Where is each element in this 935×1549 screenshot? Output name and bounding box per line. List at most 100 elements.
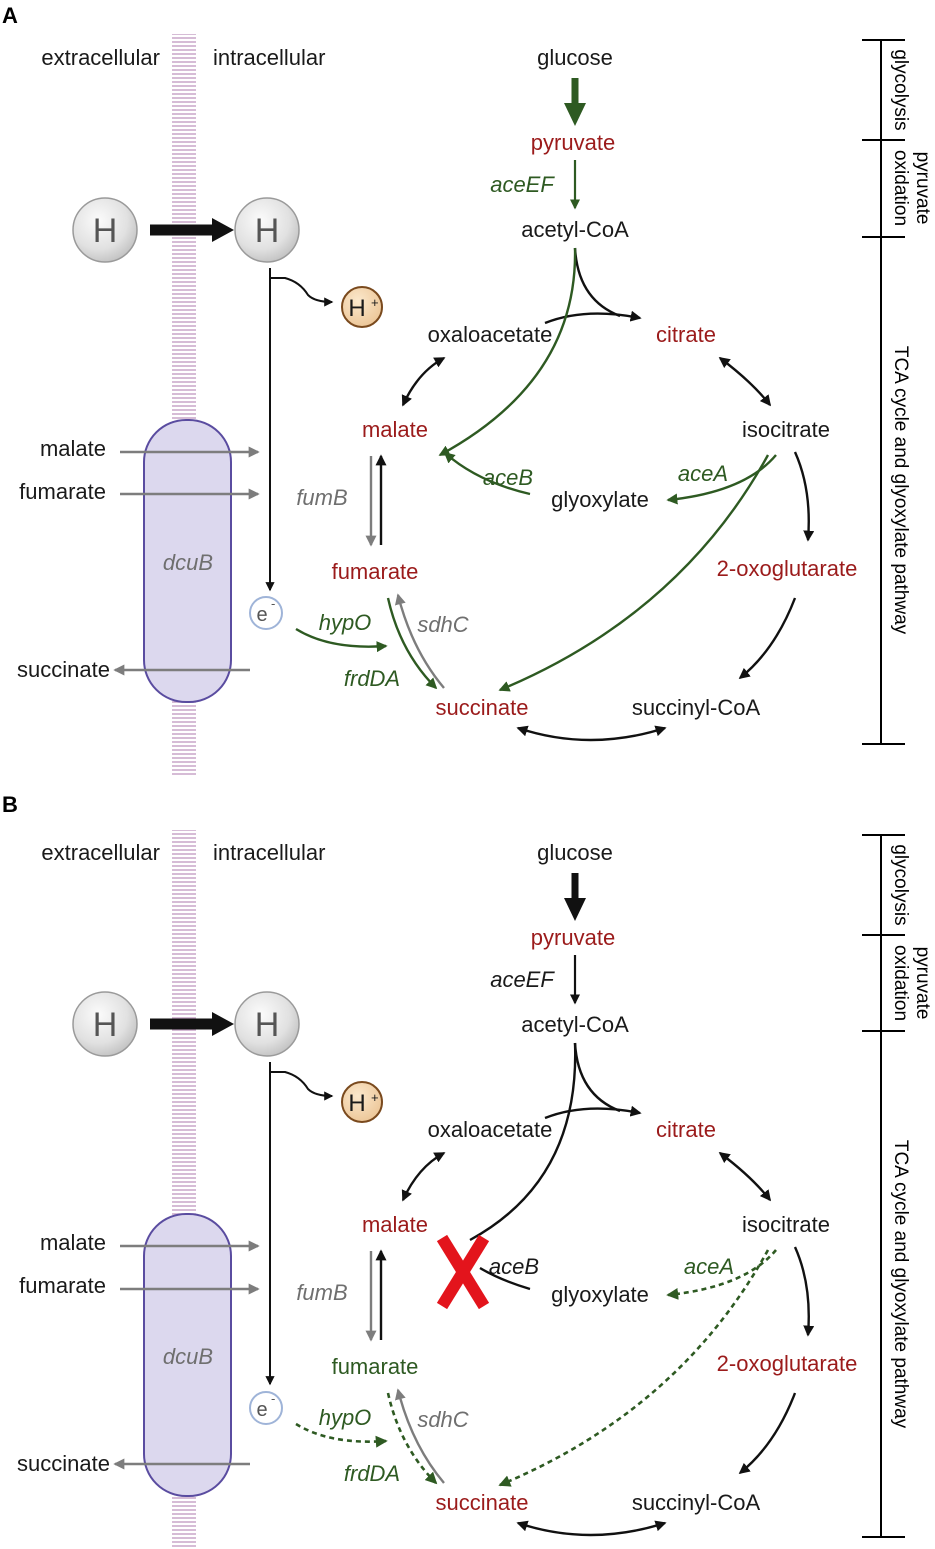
pyruvate: pyruvate (531, 925, 615, 950)
hydrogen-sphere-intracellular: H (234, 197, 300, 263)
transport-fumarate-label: fumarate (19, 479, 106, 504)
citrate-synthase-arrow (544, 1105, 642, 1120)
citrate: citrate (656, 322, 716, 347)
isocitrate: isocitrate (742, 1212, 830, 1237)
hydrogen-sphere-extracellular: H (72, 197, 138, 263)
electron-icon (249, 596, 283, 630)
acetyl-coa: acetyl-CoA (521, 217, 629, 242)
malate: malate (362, 1212, 428, 1237)
proton-release-arrow (269, 268, 334, 307)
transport-malate-label: malate (40, 1230, 106, 1255)
pathway-bracket (862, 39, 905, 745)
succinate: succinate (436, 695, 529, 720)
proton: H + (341, 286, 383, 328)
gene-hypo: hypO (319, 610, 372, 635)
electron-charge: - (271, 1391, 275, 1406)
citrate-synthase-arrow (544, 310, 642, 325)
proton-charge: + (371, 1090, 379, 1105)
isocitrate-to-succinate-arrow (498, 454, 770, 692)
gene-acea: aceA (684, 1254, 734, 1279)
glyoxylate-to-malate-blocked-line (479, 1266, 531, 1291)
isocitrate-to-glyoxylate-arrow (666, 1249, 777, 1300)
pyruvate: pyruvate (531, 130, 615, 155)
acetyl-coa-entry-arrow (573, 1042, 621, 1113)
hydrogen-label: H (255, 1006, 280, 1044)
oxaloacetate: oxaloacetate (428, 1117, 553, 1142)
tca-label: TCA cycle and glyoxylate pathway (890, 1140, 911, 1429)
hydrogen-sphere-intracellular: H (234, 991, 300, 1057)
isocitrate: isocitrate (742, 417, 830, 442)
transporter-label: dcuB (163, 550, 213, 575)
pyruvate-label: pyruvate (912, 152, 933, 225)
arrow-head-icon (212, 218, 234, 242)
hydrogen-label: H (93, 1006, 118, 1044)
succinyl-coa-succinate-arrow (516, 1520, 667, 1537)
pathway-bracket (862, 834, 905, 1538)
hydrogen-label: H (255, 212, 280, 250)
gene-sdhc: sdhC (417, 1407, 468, 1432)
extracellular-label: extracellular (41, 840, 160, 865)
hypo-electron-arrow (295, 627, 388, 653)
proton-release-arrow (269, 1062, 334, 1101)
dcub-transporter (143, 419, 232, 703)
electron-charge: - (271, 596, 275, 611)
oxidation-label: oxidation (890, 945, 911, 1021)
fumarate: fumarate (332, 1354, 419, 1379)
isocitrate-to-oxoglutarate-arrow (793, 1246, 815, 1337)
tca-label: TCA cycle and glyoxylate pathway (890, 346, 911, 635)
gene-hypo: hypO (319, 1405, 372, 1430)
sdhc-arrow (394, 1388, 445, 1484)
glucose: glucose (537, 840, 613, 865)
hydrogen-label: H (93, 212, 118, 250)
oxaloacetate-malate-arrow (401, 1151, 446, 1202)
oxoglutarate-to-succinyl-coa-arrow (738, 1392, 797, 1475)
panel-a: A extracellular intracellular H H H + e … (2, 3, 933, 776)
arrow-head-icon (564, 898, 586, 921)
electron-icon (249, 1391, 283, 1425)
intracellular-label: intracellular (213, 45, 326, 70)
citrate-isocitrate-arrow (718, 1152, 772, 1202)
sphere-icon (72, 991, 138, 1057)
transport-succinate-label: succinate (17, 657, 110, 682)
glyoxylate: glyoxylate (551, 1282, 649, 1307)
proton-label: H (348, 1090, 365, 1117)
acetyl-coa-entry-arrow (573, 247, 621, 318)
glucose: glucose (537, 45, 613, 70)
frdda-arrow (386, 597, 438, 690)
glycolysis-label: glycolysis (890, 49, 911, 130)
arrow-head-icon (212, 1012, 234, 1036)
fumarate: fumarate (332, 559, 419, 584)
succinate: succinate (436, 1490, 529, 1515)
succinyl-coa: succinyl-CoA (632, 695, 761, 720)
electron: e - (249, 1391, 283, 1425)
gene-aceb: aceB (483, 465, 533, 490)
electron-label: e (256, 604, 267, 626)
proton: H + (341, 1081, 383, 1123)
2-oxoglutarate: 2-oxoglutarate (717, 556, 858, 581)
gene-fumb: fumB (296, 1280, 347, 1305)
isocitrate-to-succinate-arrow (498, 1249, 770, 1487)
isocitrate-to-oxoglutarate-arrow (793, 451, 815, 542)
electron: e - (249, 596, 283, 630)
intracellular-label: intracellular (213, 840, 326, 865)
gene-aceef: aceEF (490, 172, 555, 197)
sphere-icon (72, 197, 138, 263)
transport-fumarate-label: fumarate (19, 1273, 106, 1298)
hydrogen-sphere-extracellular: H (72, 991, 138, 1057)
proton-label: H (348, 295, 365, 322)
gene-frdda: frdDA (344, 666, 400, 691)
citrate: citrate (656, 1117, 716, 1142)
hypo-electron-arrow (295, 1422, 388, 1448)
2-oxoglutarate: 2-oxoglutarate (717, 1351, 858, 1376)
arrow-head-icon (564, 103, 586, 126)
citrate-isocitrate-arrow (718, 357, 772, 407)
extracellular-label: extracellular (41, 45, 160, 70)
succinyl-coa: succinyl-CoA (632, 1490, 761, 1515)
glyoxylate: glyoxylate (551, 487, 649, 512)
dcub-transporter (143, 1213, 232, 1497)
gene-sdhc: sdhC (417, 612, 468, 637)
glyoxylate-to-malate-arrow (443, 451, 531, 496)
glycolysis-label: glycolysis (890, 844, 911, 925)
oxaloacetate-malate-arrow (401, 356, 446, 407)
